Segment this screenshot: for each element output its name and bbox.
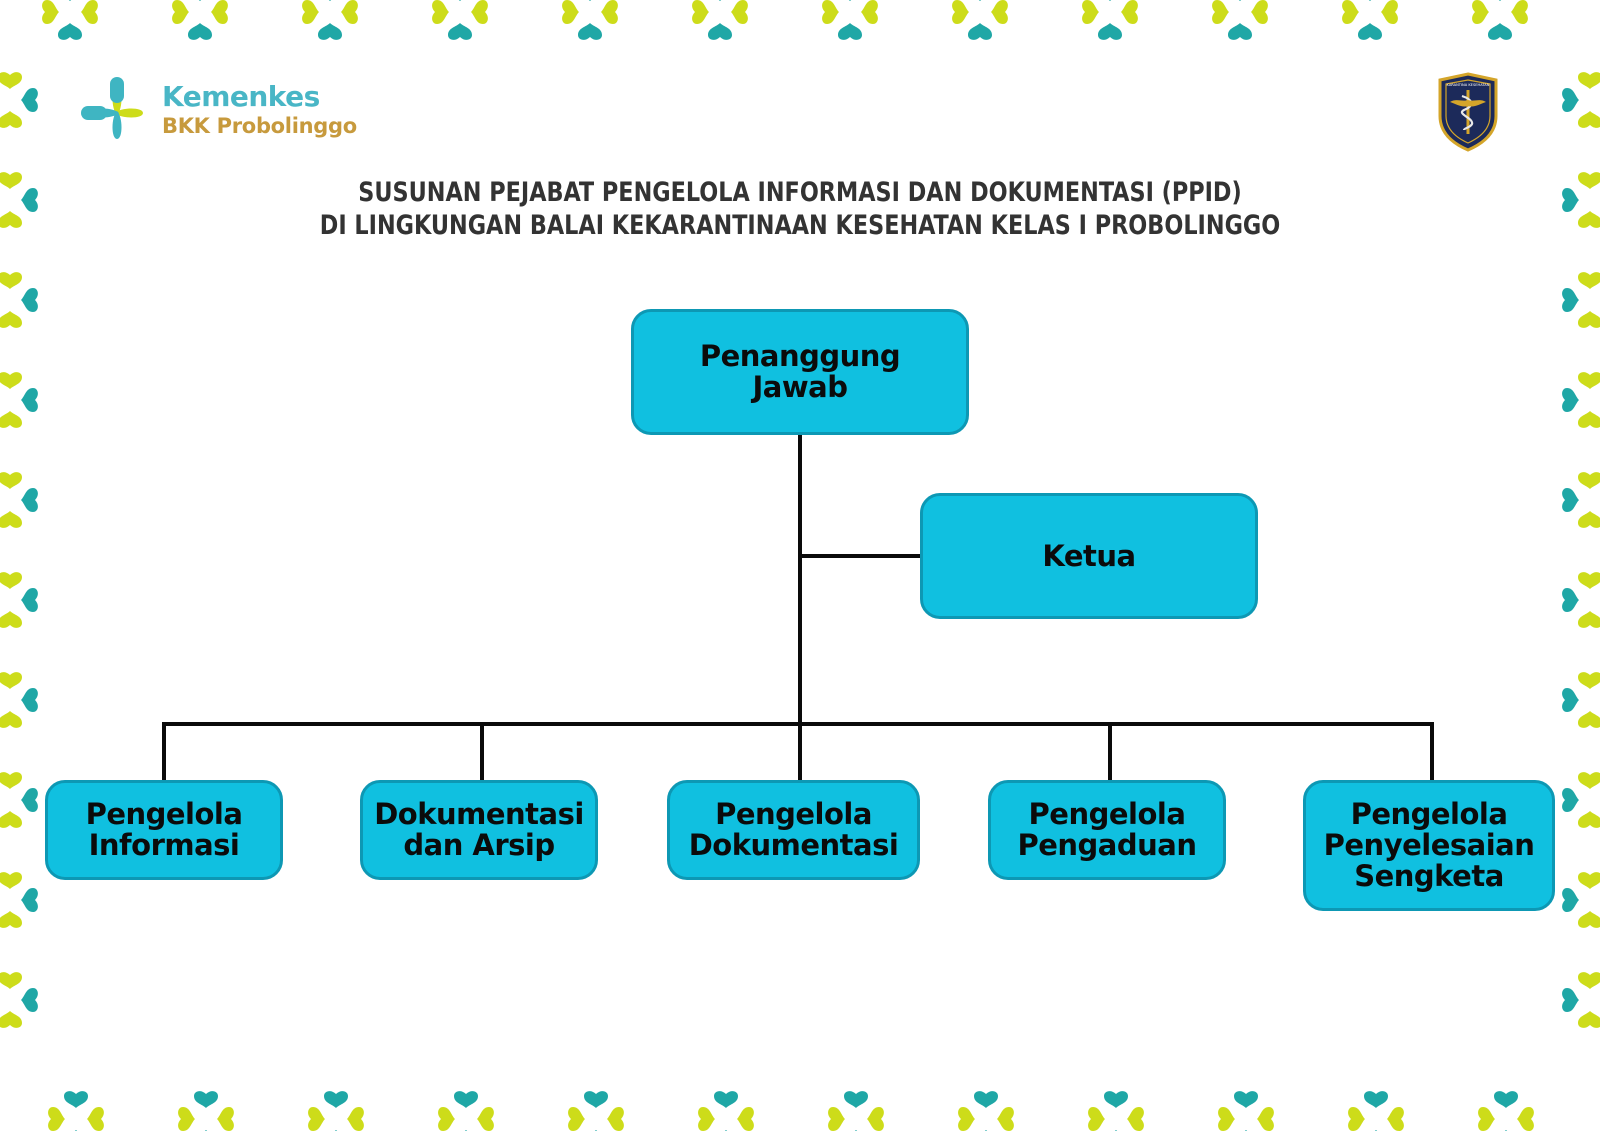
box-penanggung-jawab-line-1: Penanggung — [699, 339, 901, 373]
box-pengelola-dokumentasi-line-2: Dokumentasi — [688, 828, 899, 862]
box-pengelola-penyelesaian-sengketa: Pengelola Penyelesaian Sengketa — [1303, 780, 1555, 911]
box-pengelola-dokumentasi: Pengelola Dokumentasi — [667, 780, 920, 880]
box-penanggung-jawab-line-2: Jawab — [752, 370, 848, 404]
logo-title: Kemenkes — [162, 80, 320, 113]
box-pengelola-informasi-line-2: Informasi — [88, 828, 240, 862]
box-pengelola-dokumentasi-line-1: Pengelola — [715, 797, 872, 831]
page-title-line-2: DI LINGKUNGAN BALAI KEKARANTINAAN KESEHA… — [319, 210, 1281, 241]
karantina-kesehatan-emblem: KARANTINA KESEHATAN — [1438, 72, 1498, 152]
logo-subtitle: BKK Probolinggo — [162, 114, 357, 138]
box-ketua: Ketua — [920, 493, 1258, 619]
box-dokumentasi-dan-arsip-line-1: Dokumentasi — [374, 797, 584, 831]
kemenkes-logo-icon — [81, 77, 143, 139]
kemenkes-logo: Kemenkes BKK Probolinggo — [76, 70, 376, 160]
box-pengelola-informasi-line-1: Pengelola — [85, 797, 243, 831]
box-ketua-line-1: Ketua — [1042, 538, 1136, 573]
box-dokumentasi-dan-arsip-line-2: dan Arsip — [403, 828, 555, 862]
emblem-text: KARANTINA KESEHATAN — [1447, 83, 1490, 87]
page-title-line-1: SUSUNAN PEJABAT PENGELOLA INFORMASI DAN … — [358, 177, 1242, 208]
box-dokumentasi-dan-arsip: Dokumentasi dan Arsip — [360, 780, 598, 880]
box-pengelola-pengaduan: Pengelola Pengaduan — [988, 780, 1226, 880]
box-pengelola-pengaduan-line-2: Pengaduan — [1017, 828, 1197, 862]
box-penanggung-jawab: Penanggung Jawab — [631, 309, 969, 435]
box-pengelola-penyelesaian-sengketa-line-3: Sengketa — [1354, 859, 1504, 893]
box-pengelola-informasi: Pengelola Informasi — [45, 780, 283, 880]
box-pengelola-penyelesaian-sengketa-line-1: Pengelola — [1350, 797, 1508, 831]
box-pengelola-pengaduan-line-1: Pengelola — [1028, 797, 1186, 831]
box-pengelola-penyelesaian-sengketa-line-2: Penyelesaian — [1323, 828, 1535, 862]
